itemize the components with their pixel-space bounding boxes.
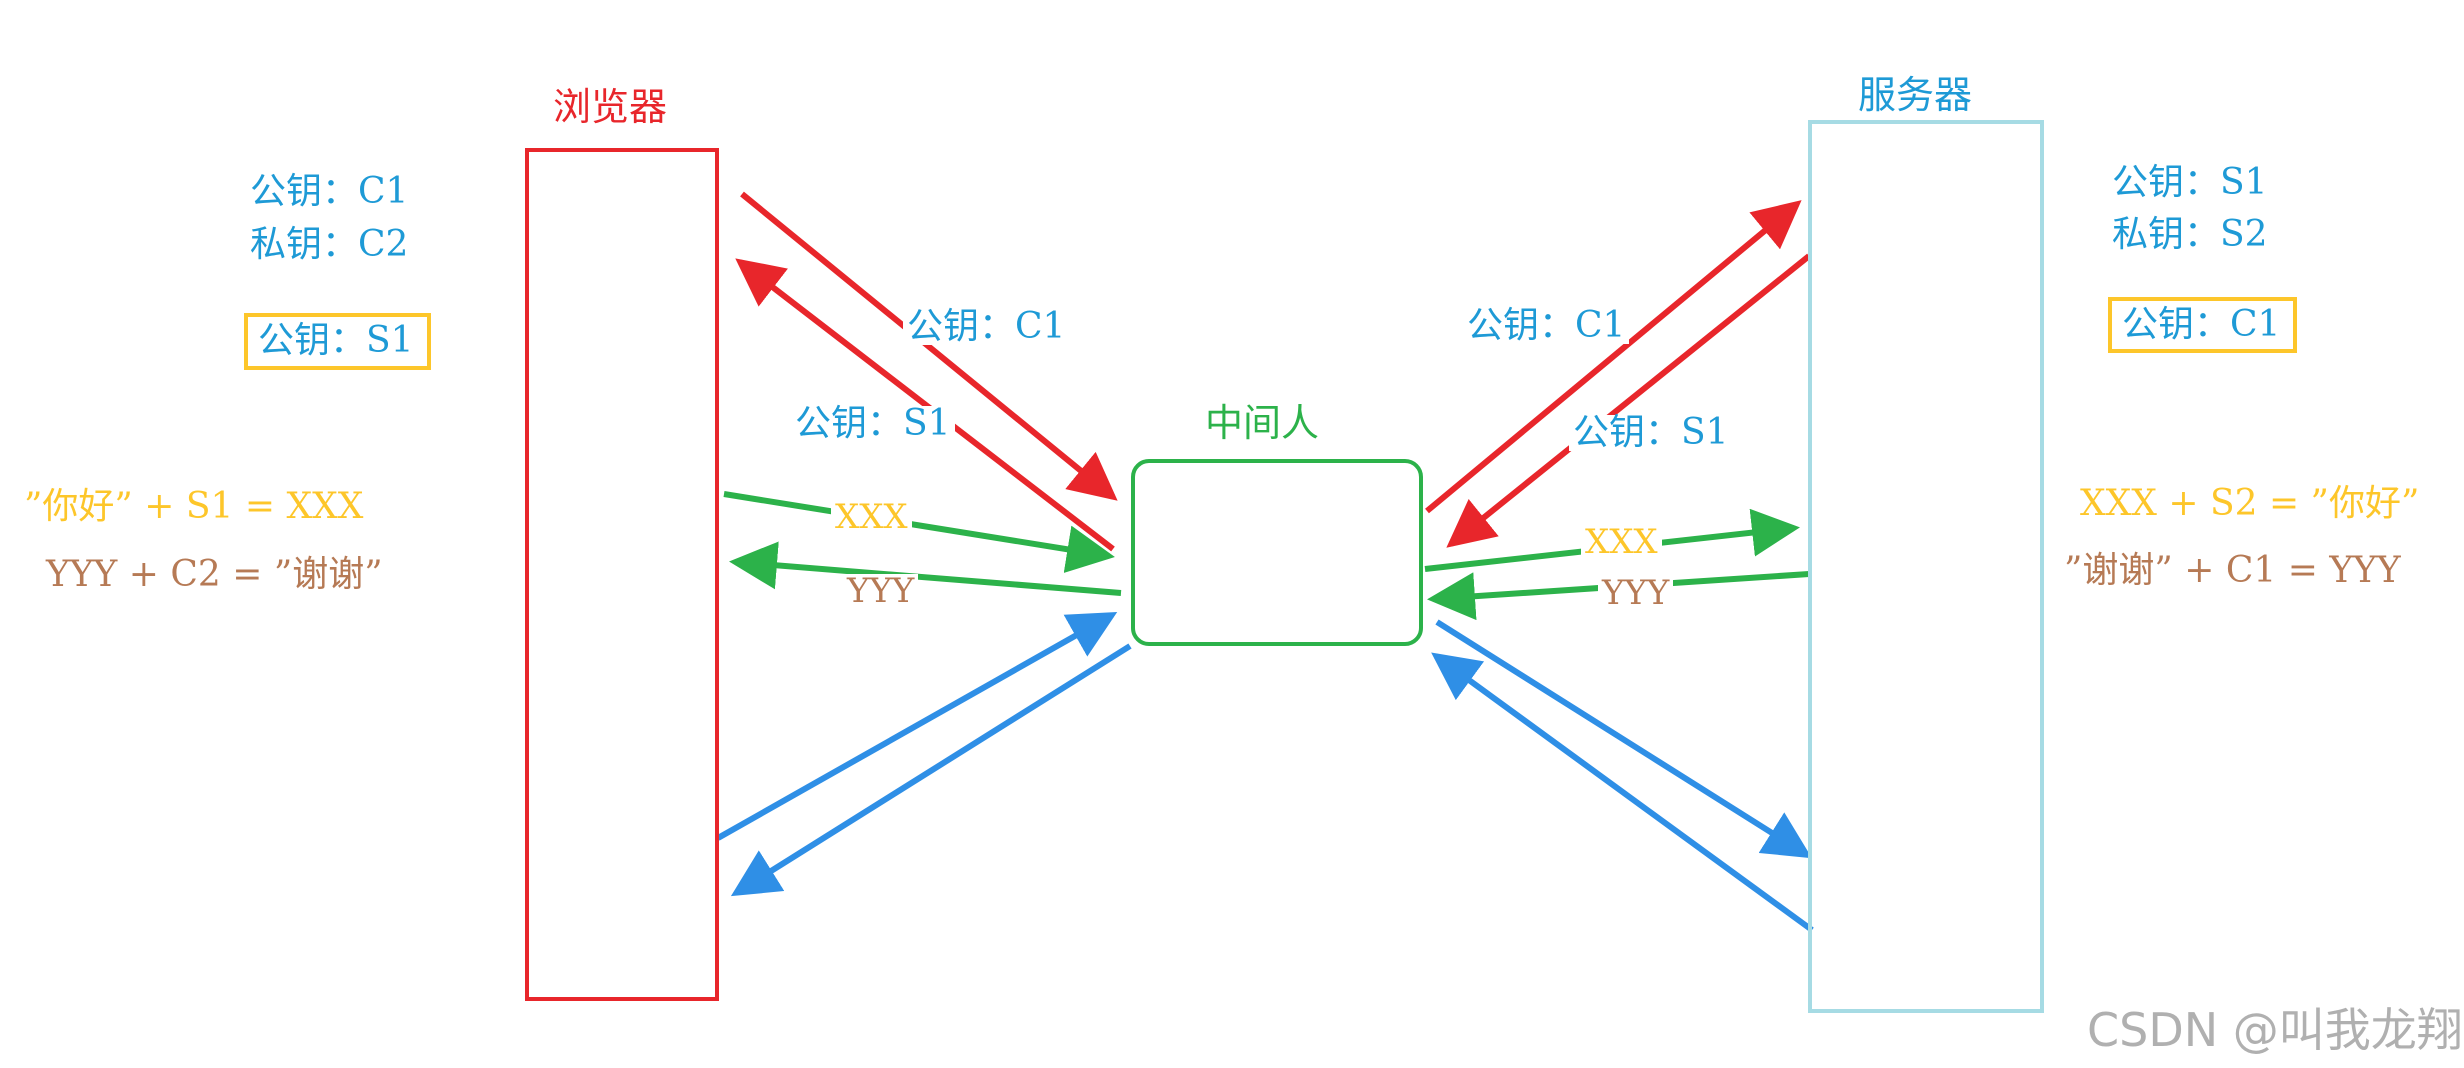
mitm-title: 中间人	[1205, 401, 1320, 445]
arrow-server-to-mitm-blue	[1431, 652, 1814, 933]
server-encrypt-equation: ”谢谢” + C1 = YYY	[2064, 550, 2401, 591]
browser-received-key-box	[244, 313, 431, 370]
server-received-key-box	[2108, 297, 2297, 353]
server-public-key: 公钥：S1	[2112, 162, 2268, 203]
mitm-box	[1131, 459, 1423, 646]
watermark: CSDN @叫我龙翔	[2087, 1003, 2463, 1057]
arrow-mitm-to-browser-pubkey-s1	[735, 258, 1115, 552]
server-title: 服务器	[1858, 73, 1973, 117]
left-arrow-label-pubkey-c1: 公钥：C1	[903, 309, 1070, 345]
arrow-browser-to-mitm-blue	[716, 612, 1118, 841]
server-decrypt-equation: XXX + S2 = ”你好”	[2080, 483, 2420, 524]
left-arrow-label-pubkey-s1: 公钥：S1	[791, 406, 955, 442]
server-received-key: 公钥：C1	[2122, 304, 2281, 345]
right-arrow-label-pubkey-s1: 公钥：S1	[1569, 415, 1733, 451]
browser-public-key: 公钥：C1	[250, 171, 409, 212]
arrow-server-to-mitm-pubkey-s1	[1446, 253, 1811, 548]
right-arrow-label-yyy: YYY	[1598, 576, 1674, 610]
left-arrow-label-yyy: YYY	[843, 574, 919, 608]
server-private-key: 私钥：S2	[2112, 214, 2268, 255]
arrow-mitm-to-server-pubkey-c1	[1425, 200, 1802, 514]
browser-decrypt-equation: YYY + C2 = ”谢谢”	[46, 554, 383, 595]
server-box	[1808, 120, 2044, 1013]
arrow-browser-to-mitm-pubkey-c1	[740, 191, 1118, 501]
browser-title: 浏览器	[553, 85, 668, 129]
browser-private-key: 私钥：C2	[250, 224, 409, 265]
browser-encrypt-equation: ”你好” + S1 = XXX	[24, 486, 364, 527]
arrow-mitm-to-server-blue	[1435, 619, 1813, 859]
arrow-mitm-to-browser-yyy	[729, 541, 1122, 596]
right-arrow-label-pubkey-c1: 公钥：C1	[1463, 308, 1630, 344]
arrow-browser-to-mitm-xxx	[723, 491, 1115, 574]
browser-received-key: 公钥：S1	[258, 320, 414, 361]
browser-box	[525, 148, 719, 1001]
arrow-mitm-to-browser-blue	[730, 643, 1132, 897]
right-arrow-label-xxx: XXX	[1581, 525, 1662, 559]
left-arrow-label-xxx: XXX	[831, 500, 912, 534]
